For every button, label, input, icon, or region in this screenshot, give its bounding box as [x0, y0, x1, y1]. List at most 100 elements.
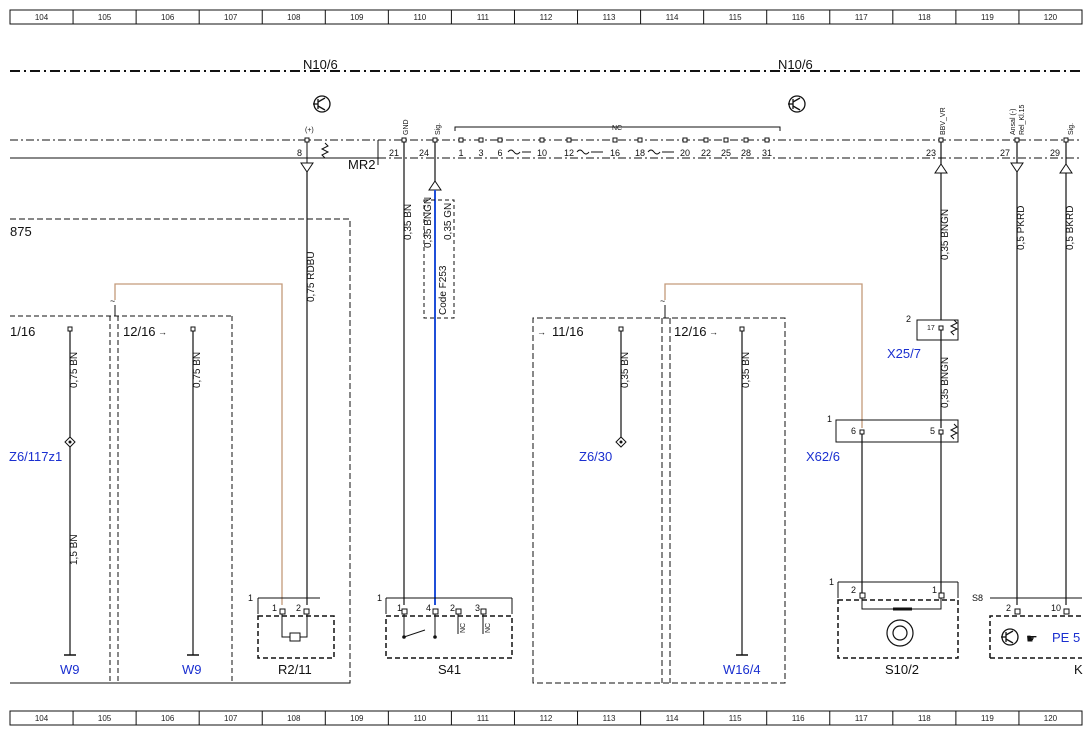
ruler-column-label: 120: [1044, 13, 1058, 22]
arrow-down-icon: [1010, 162, 1024, 173]
ruler-column-label: 120: [1044, 714, 1058, 723]
ruler-column-label: 119: [981, 714, 994, 723]
nc-mark: NC: [460, 623, 467, 633]
code-label: Code F253: [438, 265, 449, 315]
component-label-w16-4: W16/4: [723, 662, 761, 677]
ruler-column-label: 117: [855, 714, 868, 723]
box-875-label: 875: [10, 224, 32, 239]
pin-signal-label: GND: [403, 119, 410, 135]
connector-x25-7: [916, 319, 959, 341]
ruler-column-label: 113: [603, 714, 616, 723]
pin-range-break-icon: [576, 149, 603, 155]
arrow-up-icon: [934, 163, 948, 174]
component-pin: 2: [450, 603, 455, 613]
arrow-right-icon: →: [158, 327, 167, 337]
wire-label: 1,5 BN: [69, 534, 80, 565]
nc-mark: NC: [485, 623, 492, 633]
pin-socket: [723, 137, 729, 143]
pin-number: 25: [721, 148, 731, 158]
pin-socket: [938, 137, 944, 143]
pin-socket: [304, 137, 310, 143]
push-button-icon: [886, 619, 914, 647]
pin-socket: [682, 137, 688, 143]
ruler-frame: [9, 710, 1083, 726]
ruler-column-label: 115: [729, 714, 742, 723]
wire-brown-left: [114, 283, 283, 605]
pin-range-break-icon: [647, 149, 674, 155]
component-pin: 1: [932, 585, 937, 595]
pin-socket: [458, 137, 464, 143]
ruler-column-label: 107: [224, 13, 238, 22]
ref-label: 11/16: [552, 324, 584, 339]
pin-number: 20: [680, 148, 690, 158]
ruler-column-label: 108: [287, 714, 301, 723]
variant-box-middle: [532, 317, 786, 684]
hand-pointer-icon: ☛: [1026, 631, 1038, 646]
ruler-column-label: 119: [981, 13, 994, 22]
component-pin: 10: [1051, 603, 1061, 613]
pin-socket: [497, 137, 503, 143]
pin-number: 24: [419, 148, 429, 158]
ruler-column-label: 114: [666, 714, 679, 723]
component-pin: 2: [906, 314, 911, 324]
component-pin: 5: [930, 426, 935, 436]
pin-socket: [566, 137, 572, 143]
ruler-column-label: 109: [350, 714, 364, 723]
pin-socket: [637, 137, 643, 143]
component-pin: 4: [426, 603, 431, 613]
component-pin: 2: [1006, 603, 1011, 613]
pin-number: 16: [610, 148, 620, 158]
component-r2-11: [257, 615, 335, 659]
ruler-frame: [9, 9, 1083, 25]
pin-socket: [703, 137, 709, 143]
heater-resistor-icon: [289, 632, 301, 642]
pin-signal-label: BBV_VR: [940, 107, 947, 135]
pin-number: 18: [635, 148, 645, 158]
ruler-column-label: 110: [413, 714, 426, 723]
resistor-icon: [949, 423, 959, 440]
ruler-column-label: 108: [287, 13, 301, 22]
resistor-icon: [949, 319, 959, 336]
ruler-column-label: 110: [413, 13, 426, 22]
switch-icon: [403, 614, 436, 638]
component-label-w9: W9: [182, 662, 202, 677]
ruler-column-label: 113: [603, 13, 616, 22]
pin-number: 6: [497, 148, 502, 158]
module-title-right: N10/6: [778, 57, 813, 72]
pin-number: 29: [1050, 148, 1060, 158]
wire-label: 0,35 BNGN: [940, 357, 951, 408]
transistor-icon: [1001, 628, 1019, 646]
component-pin: 1: [272, 603, 277, 613]
pin-number: 8: [297, 148, 302, 158]
reference-link-pe[interactable]: PE 5: [1052, 630, 1080, 645]
component-label-r2-11: R2/11: [278, 662, 312, 677]
arrow-down-icon: [300, 162, 314, 173]
pin-socket: [743, 137, 749, 143]
break-symbol: ~: [110, 296, 115, 306]
pin-number: 27: [1000, 148, 1010, 158]
pin-signal-label: (+): [305, 127, 314, 134]
component-pin: 3: [475, 603, 480, 613]
ruler-column-label: 111: [477, 714, 490, 723]
pin-signal-label: Rel_Kl.15: [1019, 105, 1026, 135]
component-label-s10-2: S10/2: [885, 662, 919, 677]
ruler-column-label: 117: [855, 13, 868, 22]
nc-bracket: [454, 126, 781, 131]
component-pin: 6: [851, 426, 856, 436]
wire-label: 0,35 BNGN: [423, 197, 434, 248]
pin-number: 10: [537, 148, 547, 158]
pin-socket: [539, 137, 545, 143]
pin-number: 12: [564, 148, 574, 158]
ruler-column-label: 116: [792, 714, 805, 723]
wire-label: 0,35 BN: [403, 204, 414, 240]
pin-socket: [1014, 137, 1020, 143]
ref-label: 12/16: [123, 324, 156, 339]
wire-label: 0,35 BN: [741, 352, 752, 388]
arrow-up-icon: [1059, 163, 1073, 174]
wire-label: 0,35 GN: [443, 203, 454, 240]
pin-signal-label: Ansal (-): [1010, 109, 1017, 135]
wire-label: 0,35 BN: [620, 352, 631, 388]
component-pin: 1: [397, 603, 402, 613]
